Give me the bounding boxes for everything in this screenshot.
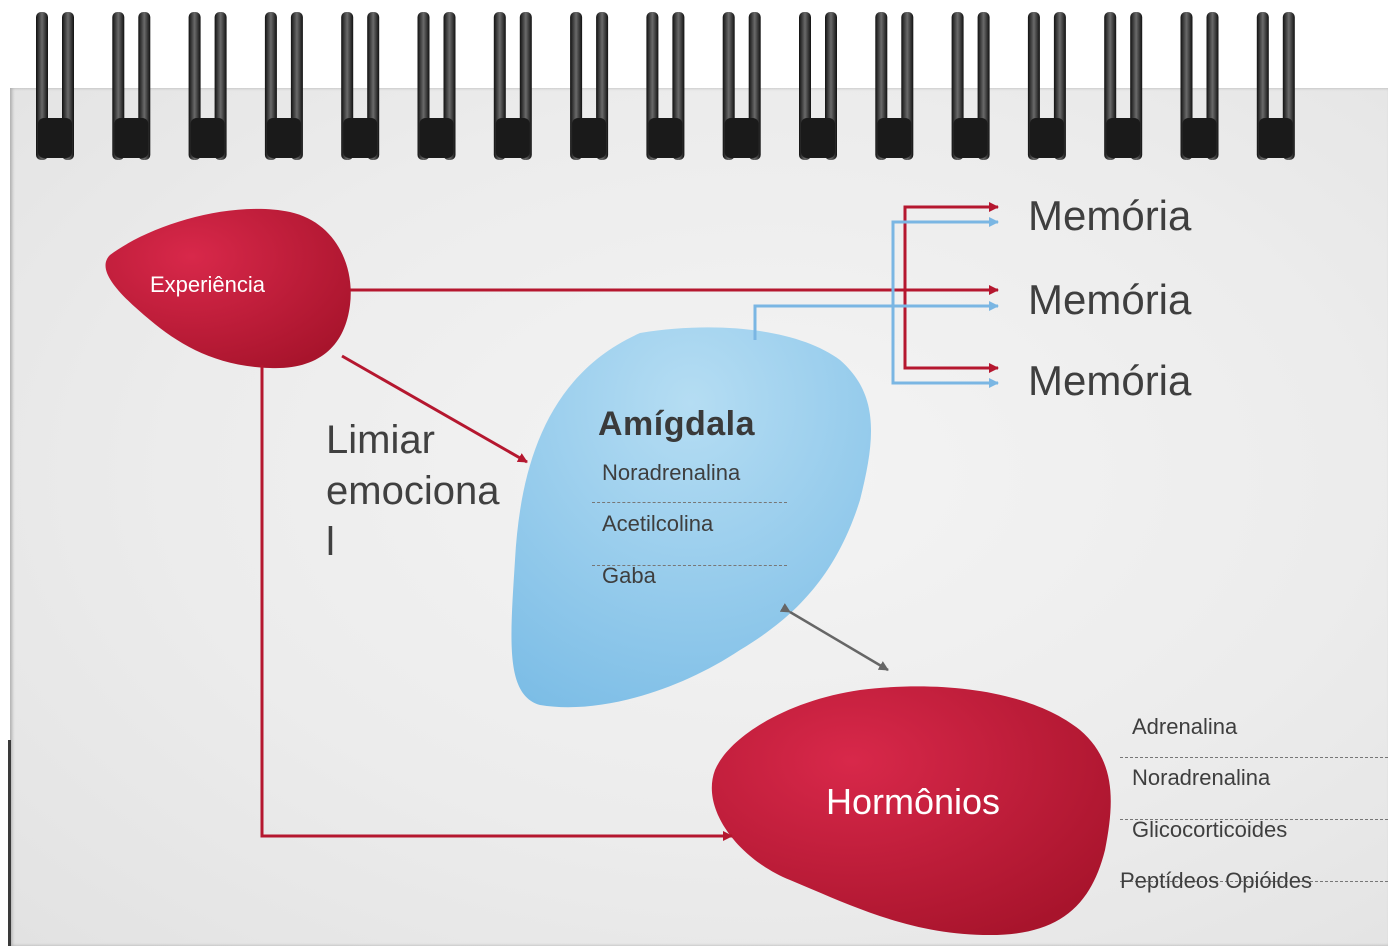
spiral-binding [36,12,1295,160]
hormonios-blob [711,686,1111,935]
amigdala-item-3: Gaba [602,563,656,588]
hormonios-item-2: Noradrenalina [1132,765,1271,790]
binding-ring [493,12,532,160]
amigdala-hormonios-arrow [779,603,889,672]
binding-ring [570,12,609,160]
hormonios-title: Hormônios [826,781,1001,822]
binding-ring [341,12,380,160]
experiencia-label: Experiência [150,272,265,297]
binding-ring [951,12,990,160]
limiar-label: Limiar emociona l [326,418,500,564]
amigdala-item-2: Acetilcolina [602,511,714,536]
experiencia-blob [105,208,351,369]
binding-ring [417,12,456,160]
hormonios-divider-3 [1120,881,1388,882]
amigdala-item-1: Noradrenalina [602,460,741,485]
hormonios-item-3: Glicocorticoides [1132,817,1288,842]
hormonios-divider-2 [1120,819,1388,820]
binding-ring [1027,12,1066,160]
red-arrows [260,202,999,841]
blue-arrows [753,217,999,388]
hormonios-item-1: Adrenalina [1132,714,1238,739]
binding-ring [36,12,74,160]
binding-ring [112,12,151,160]
page-edge [8,740,11,946]
hormonios-divider-1 [1120,757,1388,758]
binding-ring [646,12,685,160]
binding-ring [1180,12,1219,160]
memoria-label-1: Memória [1028,192,1192,239]
binding-ring [799,12,837,160]
amigdala-divider-1 [592,502,787,503]
binding-ring [264,12,303,160]
memoria-label-2: Memória [1028,276,1192,323]
amigdala-title: Amígdala [598,405,756,443]
binding-ring [1104,12,1143,160]
binding-ring [722,12,761,160]
binding-ring [875,12,914,160]
memoria-label-3: Memória [1028,357,1192,404]
amigdala-divider-2 [592,565,787,566]
binding-ring [188,12,227,160]
hormonios-item-4: Peptídeos Opióides [1120,868,1313,893]
binding-ring [1256,12,1295,160]
